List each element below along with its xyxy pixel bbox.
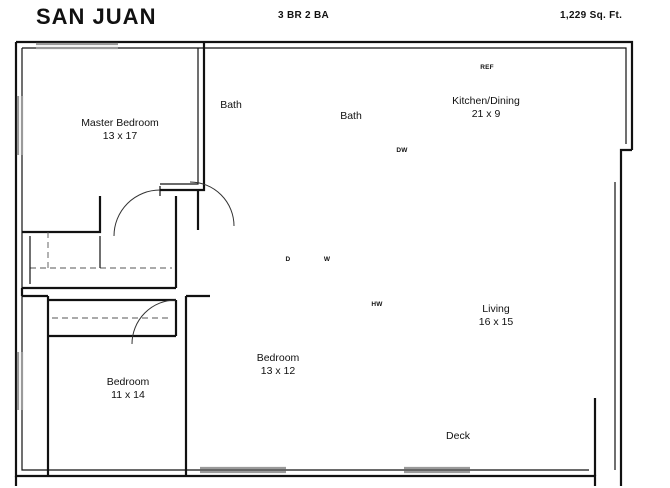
room-label-deck: Deck bbox=[446, 430, 470, 442]
master-bedroom-walls bbox=[20, 42, 210, 476]
exterior-windows bbox=[16, 42, 470, 474]
plan-header: SAN JUAN 3 BR 2 BA 1,229 Sq. Ft. bbox=[0, 0, 670, 38]
room-label-bath-right: Bath bbox=[340, 110, 362, 122]
wall-inner-face bbox=[21, 47, 627, 471]
dryer-label: D bbox=[285, 256, 291, 263]
water-heater-label: HW bbox=[371, 301, 383, 308]
page-title: SAN JUAN bbox=[36, 4, 157, 29]
hall-door-upper bbox=[189, 181, 235, 227]
hall-door-left bbox=[131, 299, 177, 345]
washer-label: W bbox=[323, 256, 331, 263]
room-label-master-bedroom: Master Bedroom 13 x 17 bbox=[81, 117, 159, 142]
beds-baths-label: 3 BR 2 BA bbox=[278, 10, 330, 21]
room-label-living: Living 16 x 15 bbox=[478, 303, 514, 328]
exterior-walls bbox=[14, 40, 634, 486]
square-feet-label: 1,229 Sq. Ft. bbox=[560, 10, 623, 21]
room-label-bedroom-3: Bedroom 11 x 14 bbox=[106, 376, 150, 401]
room-label-bath-left: Bath bbox=[220, 99, 242, 111]
refrigerator-label: REF bbox=[480, 64, 494, 71]
dishwasher-label: DW bbox=[396, 147, 408, 154]
master-bedroom-door bbox=[113, 186, 161, 237]
room-label-bedroom-2: Bedroom 13 x 12 bbox=[256, 352, 300, 377]
closet-shelf-lines bbox=[29, 232, 172, 319]
room-label-kitchen-dining: Kitchen/Dining 21 x 9 bbox=[452, 95, 520, 120]
